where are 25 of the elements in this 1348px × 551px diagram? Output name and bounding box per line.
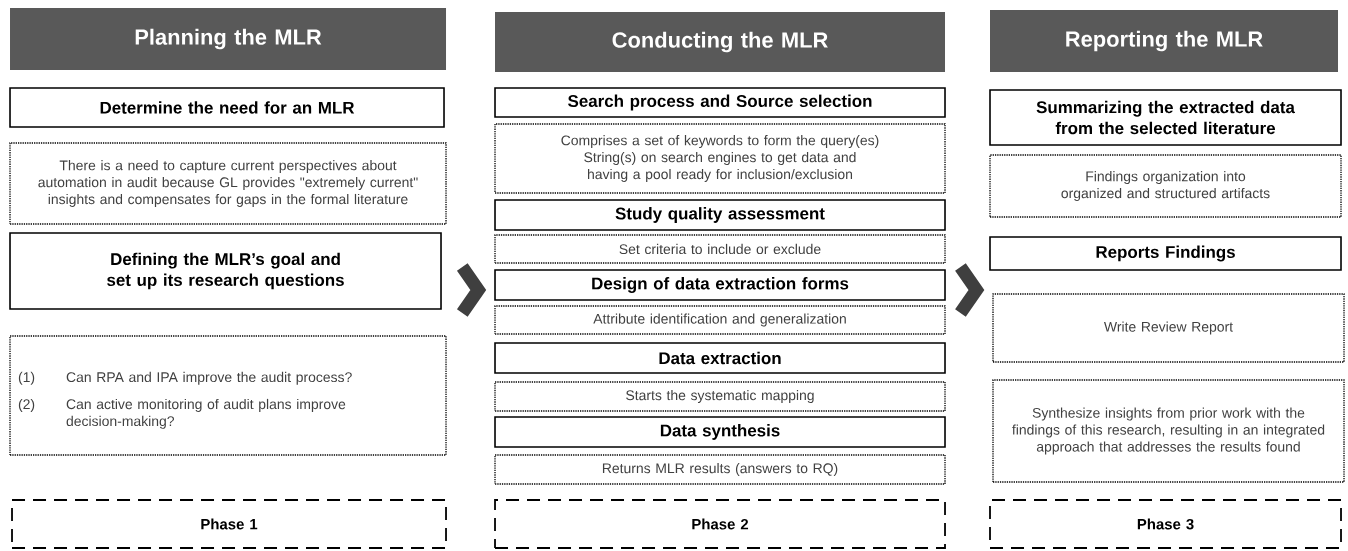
description-box: Set criteria to include or exclude <box>494 234 946 264</box>
phase-box: Phase 3 <box>989 499 1342 549</box>
step-box: Data synthesis <box>494 416 946 448</box>
step-box: Determine the need for an MLR <box>9 87 445 128</box>
question-box: (1) Can RPA and IPA improve the audit process? (2) Can active monitoring of audit plans improve decision-making? <box>9 335 447 456</box>
phase-box: Phase 1 <box>11 499 447 549</box>
phase-box: Phase 2 <box>494 499 946 549</box>
step-box: Defining the MLR’s goal and set up its research questions <box>9 232 442 310</box>
step-box: Reports Findings <box>989 236 1342 271</box>
description-box: Synthesize insights from prior work with the findings of this research, resulting in an integrated approach that addresses the results found <box>992 379 1345 483</box>
step-box: Study quality assessment <box>494 199 946 231</box>
step-box: Search process and Source selection <box>494 87 946 118</box>
description-box: Attribute identification and generalization <box>494 305 946 335</box>
step-box: Summarizing the extracted data from the selected literature <box>989 89 1342 146</box>
description-box: Starts the systematic mapping <box>494 381 946 412</box>
description-box: Returns MLR results (answers to RQ) <box>494 454 946 485</box>
description-box: Findings organization into organized and structured artifacts <box>989 154 1342 218</box>
header-band: Reporting the MLR <box>990 10 1338 72</box>
header-band: Conducting the MLR <box>495 12 945 72</box>
description-box: Comprises a set of keywords to form the query(es) String(s) on search engines to get data and having a pool ready for inclusion/exclusion <box>494 123 946 194</box>
step-box: Design of data extraction forms <box>494 269 946 301</box>
description-box: There is a need to capture current perspectives about automation in audit because GL provides "extremely current" insights and compensates for gaps in the formal literature <box>9 142 447 225</box>
step-box: Data extraction <box>494 342 946 374</box>
header-band: Planning the MLR <box>10 8 446 70</box>
description-box: Write Review Report <box>992 293 1345 363</box>
